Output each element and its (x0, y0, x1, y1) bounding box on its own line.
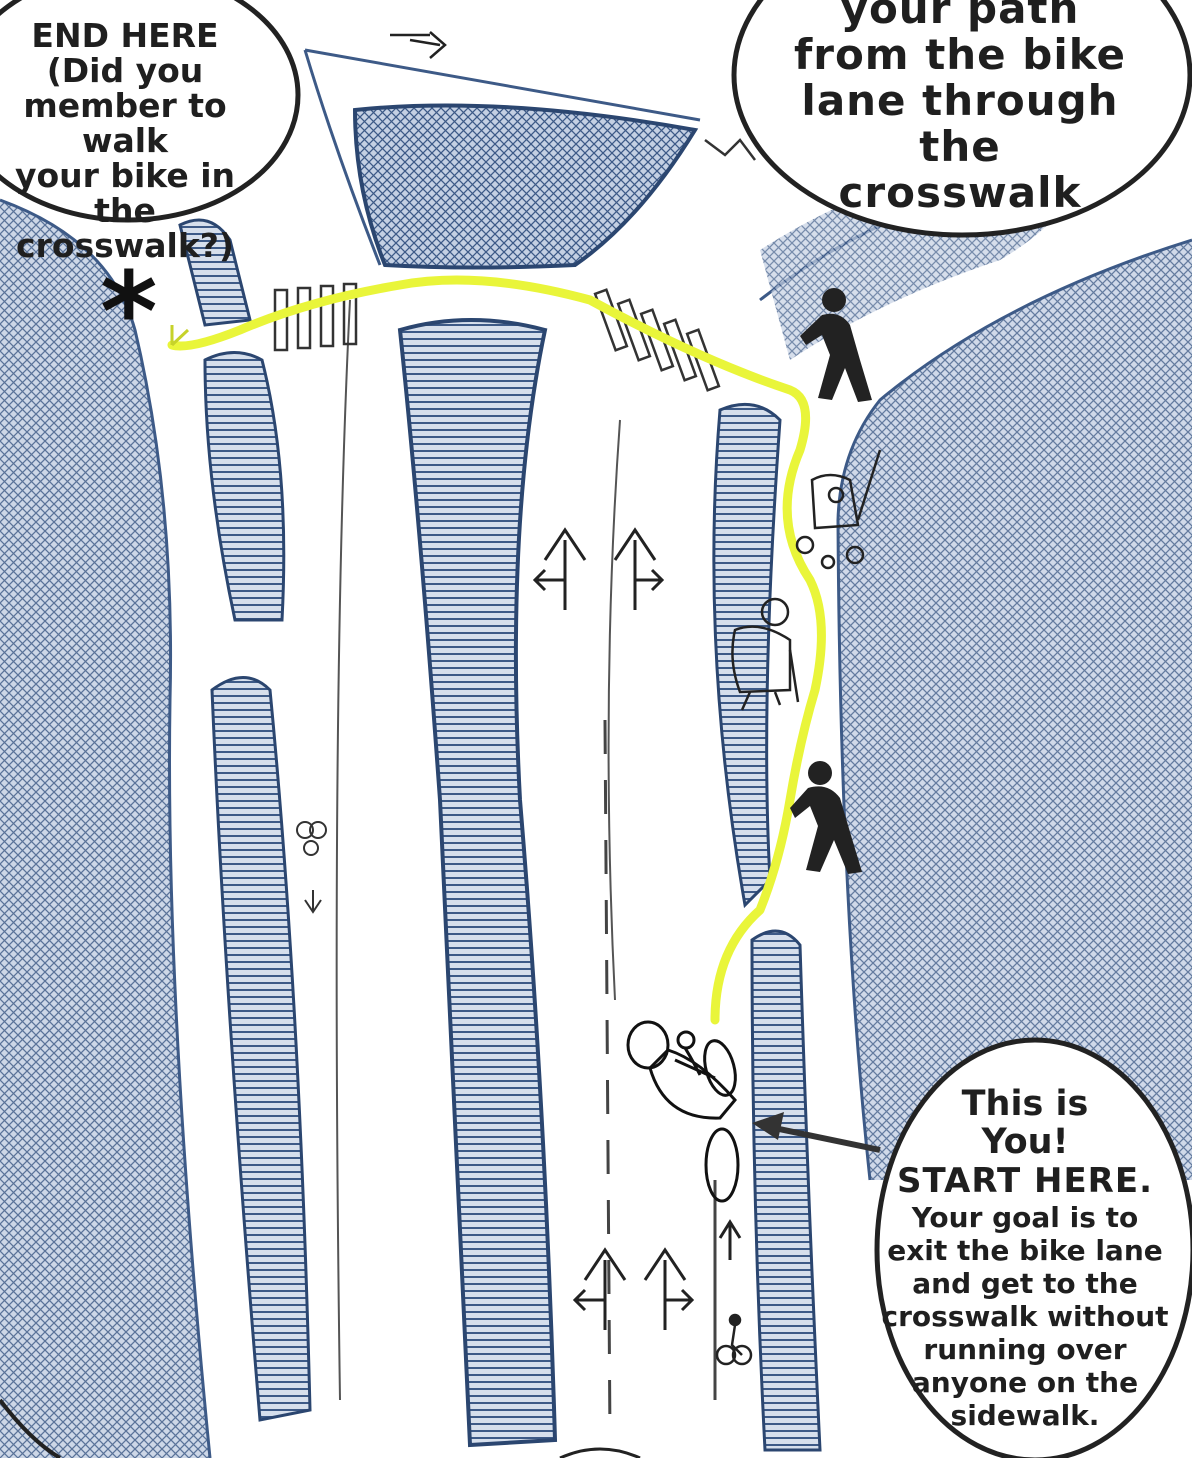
start-line-you: You! (880, 1123, 1170, 1161)
path-line: lane through the (760, 78, 1160, 170)
goal-line: sidewalk. (880, 1399, 1170, 1432)
left-median-lower (212, 678, 310, 1421)
end-line: END HERE (0, 18, 250, 53)
end-line: your bike in the (0, 158, 250, 228)
your-path-text: your path from the bike lane through the… (760, 0, 1160, 216)
end-line: crosswalk?) (0, 228, 250, 263)
goal-line: anyone on the (880, 1366, 1170, 1399)
start-here-text: This is You! START HERE. Your goal is to… (880, 1085, 1170, 1432)
right-sidewalk (838, 240, 1192, 1180)
central-median (400, 320, 555, 1445)
path-line: your path (760, 0, 1160, 32)
goal-line: exit the bike lane (880, 1234, 1170, 1267)
goal-line: and get to the (880, 1267, 1170, 1300)
end-marker: * (100, 248, 158, 376)
central-island-top (355, 106, 695, 268)
end-line: member to walk (0, 88, 250, 158)
path-line: from the bike (760, 32, 1160, 78)
crosswalk-right (595, 290, 719, 390)
right-separator-lower (752, 931, 820, 1450)
goal-line: crosswalk without (880, 1300, 1170, 1333)
goal-line: running over (880, 1333, 1170, 1366)
path-line: crosswalk (760, 170, 1160, 216)
goal-line: Your goal is to (880, 1201, 1170, 1234)
start-line-this-is: This is (880, 1085, 1170, 1123)
bike-lane-symbol-icon (717, 1315, 751, 1364)
start-line-start-here: START HERE. (880, 1161, 1170, 1201)
right-separator-upper (714, 404, 780, 905)
cyclist-icon (628, 1022, 741, 1201)
left-median-upper (205, 353, 284, 621)
left-sidewalk (0, 200, 210, 1458)
end-line: (Did you (0, 53, 250, 88)
end-here-text: END HERE (Did you member to walk your bi… (0, 18, 250, 263)
bike-lane-symbol-left-icon (297, 822, 326, 912)
